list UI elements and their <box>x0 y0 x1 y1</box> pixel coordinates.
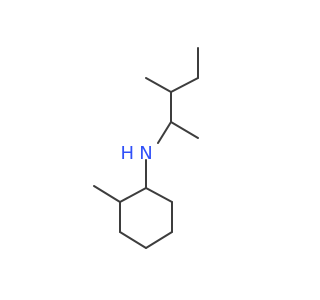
ring-bond-3 <box>119 231 147 249</box>
ring-bond-6 <box>145 187 173 203</box>
bond-c2-c1-methyl <box>170 121 199 139</box>
atom-label-n: N <box>139 143 152 164</box>
bond-c3-methyl <box>145 77 172 93</box>
ring-bond-1 <box>119 187 147 203</box>
atom-label-h: H <box>120 143 134 164</box>
bond-c2-n <box>157 121 172 144</box>
bond-c3-c4 <box>170 77 199 93</box>
ring-bond-4 <box>145 231 173 249</box>
structure-canvas: N H <box>93 47 199 249</box>
molecule-structure: N H <box>93 47 199 249</box>
bond-ring-methyl <box>93 185 121 203</box>
